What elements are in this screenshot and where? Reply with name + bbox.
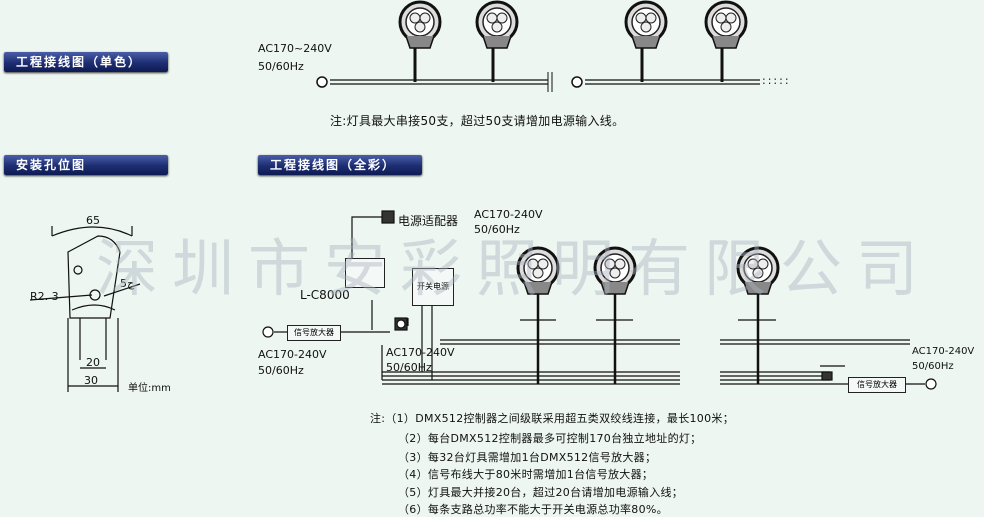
mid-freq: 50/60Hz [386,361,432,374]
mono-note: 注:灯具最大串接50支，超过50支请增加电源输入线。 [330,114,625,128]
adapter-voltage: AC170-240V [474,208,543,221]
right-voltage: AC170-240V [912,346,975,357]
lamp-icon [736,246,780,296]
lamp-icon [704,0,748,50]
unit-label: 单位:mm [128,383,171,394]
note-line-3: （3）每32台灯具需增加1台DMX512信号放大器； [398,451,657,464]
note-line-1: 注:（1）DMX512控制器之间级联采用超五类双绞线连接，最长100米； [370,412,734,425]
dim-b: ح5 [120,277,135,290]
lamp-icon [624,0,668,50]
lamp-icon [475,0,519,50]
full-wiring [262,210,937,390]
note-line-6: （6）每条支路总功率不能大于开关电源总功率80%。 [398,503,668,516]
section-title-full: 工程接线图（全彩） [258,155,422,175]
note-line-2: （2）每台DMX512控制器最多可控制170台独立地址的灯； [398,432,702,445]
switching-power-supply: 开关电源 [412,268,454,306]
section-title-mono: 工程接线图（单色） [4,52,168,72]
lamp-icon [516,246,560,296]
mono-voltage: AC170~240V [258,42,332,55]
mono-freq: 50/60Hz [258,60,304,73]
note-line-5: （5）灯具最大并接20台，超过20台请增加电源输入线； [398,486,684,499]
signal-amplifier-right: 信号放大器 [848,377,906,393]
dim-30: 30 [84,374,98,387]
dim-20: 20 [86,356,100,369]
section-title-mount: 安装孔位图 [4,155,168,175]
adapter-freq: 50/60Hz [474,223,520,236]
dim-radius: R2. 3 [30,290,59,303]
controller-label: L-C8000 [300,288,350,302]
adapter-label: 电源适配器 [398,214,459,228]
dim-65: 65 [86,214,100,227]
mono-continuation-dots: ::::: [762,74,791,87]
signal-amplifier-left: 信号放大器 [287,325,341,341]
left-voltage: AC170-240V [258,348,327,361]
lamp-icon [593,246,637,296]
lamp-icon [398,0,442,50]
right-freq: 50/60Hz [912,361,954,372]
mono-wiring [316,40,760,92]
dmx-controller [345,258,385,288]
mount-drawing [29,226,141,392]
mid-voltage: AC170-240V [386,346,455,359]
left-freq: 50/60Hz [258,364,304,377]
note-line-4: （4）信号布线大于80米时需增加1台信号放大器； [398,468,654,481]
